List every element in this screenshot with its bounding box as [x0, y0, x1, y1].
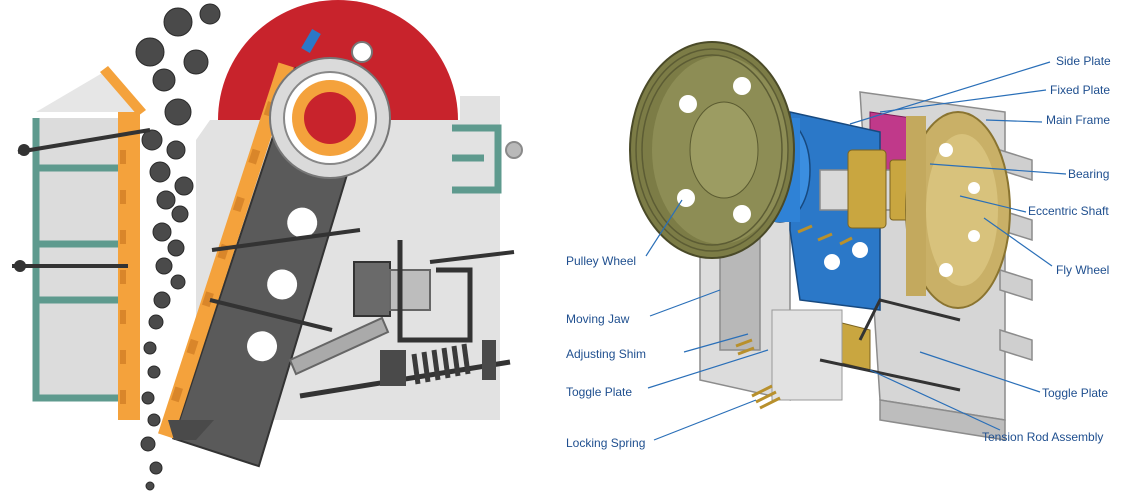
label-adjusting-shim: Adjusting Shim: [566, 347, 646, 361]
label-fixed-plate: Fixed Plate: [1050, 83, 1110, 97]
bearings: [847, 149, 913, 229]
label-side-plate: Side Plate: [1056, 54, 1111, 68]
rod-nut: [14, 260, 26, 272]
label-fly-wheel: Fly Wheel: [1056, 263, 1109, 277]
cross-section-illustration: [12, 0, 523, 491]
leader-lines: [645, 61, 1067, 441]
label-moving-jaw: Moving Jaw: [566, 312, 630, 326]
teal-frame-left: [32, 118, 120, 402]
callout-labels: Side Plate Fixed Plate Main Frame Bearin…: [566, 54, 1111, 450]
fixed-jaw-teeth: [120, 150, 126, 404]
toggle-mechanism: [288, 240, 515, 399]
fixed-jaw-liner: [118, 112, 140, 420]
tie-rods-left: [12, 128, 361, 332]
toggle-plates-3d: [771, 298, 961, 401]
fly-wheel: [905, 111, 1011, 309]
label-eccentric-shaft: Eccentric Shaft: [1028, 204, 1109, 218]
teal-frame-right: [452, 124, 502, 194]
crusher-housing: [36, 118, 140, 400]
label-toggle-plate-left: Toggle Plate: [566, 385, 632, 399]
assembly-3d-illustration: [629, 41, 1033, 441]
tension-spring: [411, 343, 471, 385]
eccentric-hub: [269, 28, 391, 179]
crusher-roof-left: [36, 72, 140, 112]
rocks: [135, 3, 221, 491]
frame-bolt: [505, 141, 523, 159]
rod-nut: [18, 144, 30, 156]
label-bearing: Bearing: [1068, 167, 1109, 181]
label-pulley-wheel: Pulley Wheel: [566, 254, 636, 268]
pulley-wheel: [629, 41, 795, 259]
jaw-base: [168, 420, 214, 440]
roof-orange-edge: [100, 66, 146, 116]
label-toggle-plate-right: Toggle Plate: [1042, 386, 1108, 400]
locking-spring-3d: [735, 224, 853, 410]
label-locking-spring: Locking Spring: [566, 436, 645, 450]
label-main-frame: Main Frame: [1046, 113, 1110, 127]
label-tension-rod-assembly: Tension Rod Assembly: [982, 430, 1103, 444]
